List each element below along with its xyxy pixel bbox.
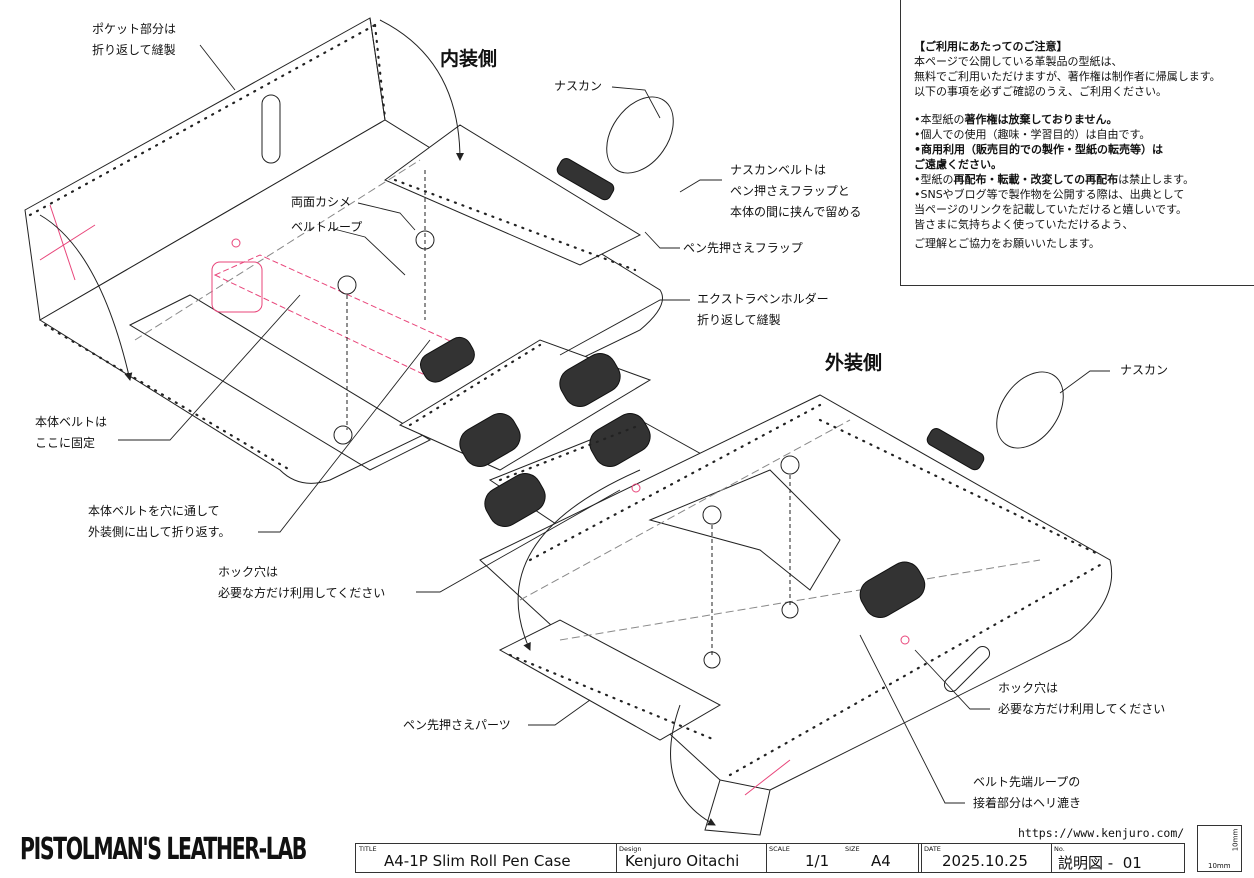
callout-hook-hole-left: ホック穴は必要な方だけ利用してください [218,565,386,600]
design-cell: Design Kenjuro Oitachi [616,844,767,872]
date-caption: DATE [924,845,941,853]
inner-base-part [128,294,432,471]
title-block: TITLE A4-1P Slim Roll Pen Case Design Ke… [355,843,1185,873]
nasukan-outer [996,371,1064,449]
notice-item: •本型紙の著作権は放棄しておりません。 [914,113,1118,126]
title-caption: TITLE [359,845,377,853]
pen-flap [384,124,642,266]
design-caption: Design [619,845,642,853]
callout-double-rivet: 両面カシメ [291,195,352,209]
scale-reference-box: 10mm 10mm [1197,825,1242,872]
callout-extra-holder: エクストラペンホルダー折り返して縫製 [697,292,829,327]
callout-pen-flap: ペン先押さえフラップ [683,241,803,255]
pen-tip-part [498,619,722,741]
callout-nasukan-belt: ナスカンベルトはペン押さえフラップと本体の間に挟んで留める [730,163,862,219]
size-value: A4 [871,852,891,870]
callout-body-belt-through: 本体ベルトを穴に通して外装側に出して折り返す。 [88,504,231,539]
outer-side-label: 外装側 [825,352,883,374]
date-cell: DATE 2025.10.25 [918,844,1052,872]
callout-belt-loop-tip: ベルト先端ループの接着部分はヘリ漉き [973,775,1082,810]
nasukan-inner [606,96,674,174]
notice-intro: 以下の事項を必ずご確認のうえ、ご利用ください。 [914,85,1167,98]
drawing-number: 説明図 - 01 [1058,854,1142,872]
date-value: 2025.10.25 [942,852,1028,870]
notice-item: ご理解とご協力をお願いいたします。 [914,237,1100,250]
callout-nasukan-top: ナスカン [554,79,603,93]
outer-slot [943,645,991,693]
notice-item: ご遠慮ください。 [914,158,1002,171]
scale-cell: SCALE 1/1 SIZE A4 [766,844,917,872]
rivets [333,170,800,669]
drawing-title: A4-1P Slim Roll Pen Case [384,852,571,870]
scale-width-label: 10mm [1208,862,1231,870]
callout-body-belt-fix: 本体ベルトはここに固定 [35,415,108,450]
site-url[interactable]: https://www.kenjuro.com/ [1018,826,1185,840]
outer-belt [648,469,841,591]
notice-intro: 本ページで公開している革製品の型紙は、 [914,55,1123,68]
number-cell: No. 説明図 - 01 [1051,844,1184,872]
notice-item: 当ページのリンクを記載していただけると嬉しいです。 [914,203,1188,216]
callout-pen-tip-part: ペン先押さえパーツ [403,718,511,732]
callout-hook-hole-right: ホック穴は必要な方だけ利用してください [998,681,1166,716]
notice-item: 皆さまに気持ちよく使っていただけるよう、 [914,218,1134,231]
rolled-loops [420,158,985,618]
no-caption: No. [1054,845,1065,853]
scale-height-label: 10mm [1231,828,1240,852]
size-caption: SIZE [845,845,860,853]
scale-caption: SCALE [769,845,790,853]
callout-pocket: ポケット部分は折り返して縫製 [92,22,177,57]
outer-flap [704,779,771,836]
inner-side-label: 内装側 [440,48,498,70]
notice-item: •個人での使用（趣味・学習目的）は自由です。 [914,128,1151,141]
notice-title: 【ご利用にあたってのご注意】 [914,40,1068,53]
pocket-slot [261,94,281,164]
notice-item: •SNSやブログ等で製作物を公開する際は、出典として [914,188,1185,201]
usage-notice: 【ご利用にあたってのご注意】 本ページで公開している革製品の型紙は、 無料でご利… [900,0,1254,286]
callout-nasukan-outer: ナスカン [1120,363,1169,377]
designer: Kenjuro Oitachi [625,852,740,870]
notice-intro: 無料でご利用いただけますが、著作権は制作者に帰属します。 [914,70,1221,83]
brand-logo: PISTOLMAN'S LEATHER-LAB [20,832,307,867]
scale-value: 1/1 [805,852,830,870]
notice-item: •商用利用（販売目的での製作・型紙の転売等）は [914,143,1164,156]
notice-item: •型紙の再配布・転載・改変しての再配布は禁止します。 [914,173,1195,186]
callout-belt-loop: ベルトループ [291,220,363,234]
